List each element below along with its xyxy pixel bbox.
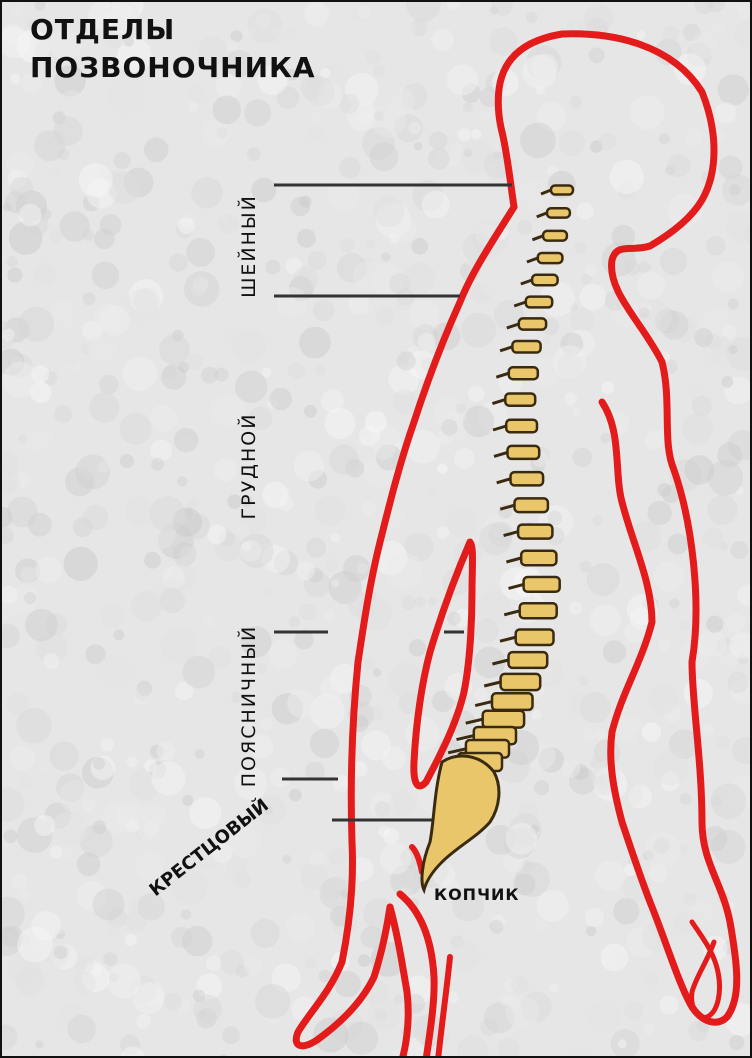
vertebra — [520, 603, 557, 618]
vertebra-process — [514, 302, 526, 306]
vertebra — [511, 472, 544, 485]
vertebra — [543, 231, 567, 241]
vertebra-process — [497, 479, 511, 483]
vertebra — [515, 498, 548, 512]
vertebra-process — [537, 213, 547, 217]
vertebra — [505, 394, 535, 406]
hand-outline — [692, 922, 720, 1017]
vertebra — [524, 577, 560, 592]
vertebra-process — [466, 719, 483, 723]
sacrum — [422, 756, 499, 890]
vertebra-process — [496, 373, 509, 377]
spine — [440, 186, 573, 772]
vertebra — [509, 652, 548, 668]
vertebra — [492, 693, 533, 710]
vertebra — [509, 367, 538, 379]
vertebra-process — [500, 347, 512, 351]
vertebra — [526, 297, 552, 308]
vertebra-process — [527, 258, 538, 262]
vertebra — [521, 551, 556, 565]
vertebra — [508, 446, 540, 459]
vertebra — [532, 275, 558, 285]
vertebra-process — [504, 532, 518, 536]
vertebra-process — [506, 558, 521, 562]
vertebra — [516, 630, 554, 646]
vertebra — [538, 253, 563, 263]
vertebra-process — [500, 505, 514, 509]
vertebra-process — [532, 236, 543, 240]
vertebra-process — [507, 324, 519, 328]
vertebra-process — [541, 190, 551, 194]
vertebra-process — [521, 280, 532, 284]
leg-outline — [390, 907, 408, 1058]
label-cervical: ШЕЙНЫЙ — [238, 194, 260, 298]
vertebra-process — [504, 611, 520, 615]
vertebra-process — [500, 637, 516, 641]
vertebra-process — [494, 452, 508, 456]
vertebra-process — [475, 702, 492, 706]
vertebra-process — [484, 682, 500, 686]
title-line-1: ОТДЕЛЫ — [30, 16, 175, 44]
vertebra — [501, 674, 541, 690]
vertebra-process — [493, 426, 506, 430]
title-line-2: ПОЗВОНОЧНИКА — [30, 54, 316, 82]
vertebra — [512, 341, 540, 353]
body-outline-back — [296, 207, 514, 1046]
label-coccyx: КОПЧИК — [434, 885, 519, 904]
vertebra — [551, 186, 573, 195]
label-thoracic: ГРУДНОЙ — [238, 413, 260, 520]
label-lumbar: ПОЯСНИЧНЫЙ — [238, 625, 260, 788]
vertebra — [518, 525, 552, 539]
vertebra-process — [509, 584, 524, 588]
vertebra — [506, 420, 537, 433]
vertebra — [547, 208, 570, 217]
vertebra-process — [492, 400, 505, 404]
vertebra-process — [492, 660, 508, 664]
vertebra — [519, 318, 546, 329]
vertebra — [483, 711, 524, 728]
